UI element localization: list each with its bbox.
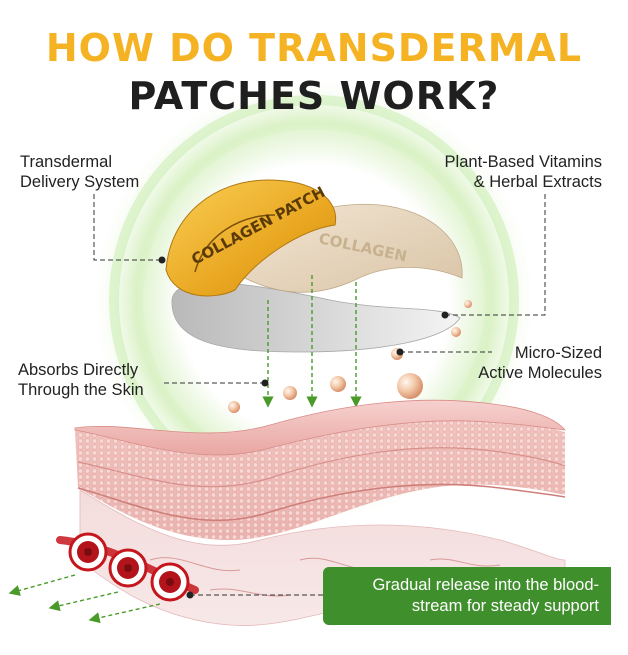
title-line-1: HOW DO TRANSDERMAL bbox=[45, 26, 583, 70]
callout-dots bbox=[158, 256, 449, 599]
label-transdermal-delivery: Transdermal Delivery System bbox=[20, 152, 139, 192]
blood-cell-3 bbox=[150, 562, 190, 602]
blood-cell-2 bbox=[108, 548, 148, 588]
label-micro-sized: Micro-Sized Active Molecules bbox=[478, 343, 602, 383]
gradual-line-1: Gradual release into the blood- bbox=[372, 576, 599, 594]
title-line-2: PATCHES WORK? bbox=[128, 74, 500, 118]
collagen-patch bbox=[165, 179, 337, 297]
label-transdermal-line-1: Transdermal bbox=[20, 153, 112, 171]
grey-backing-layer bbox=[171, 282, 461, 353]
label-plant-based-line-1: Plant-Based Vitamins bbox=[444, 153, 602, 171]
bloodstream-arrows bbox=[8, 574, 161, 624]
label-absorbs-line-2: Through the Skin bbox=[18, 381, 144, 399]
label-micro-line-2: Active Molecules bbox=[478, 364, 602, 382]
label-absorbs-directly: Absorbs Directly Through the Skin bbox=[18, 360, 144, 400]
molecule-bubbles bbox=[228, 300, 472, 413]
label-micro-line-1: Micro-Sized bbox=[514, 344, 602, 362]
blood-vessels bbox=[56, 532, 199, 602]
label-plant-based-line-2: & Herbal Extracts bbox=[473, 173, 602, 191]
label-absorbs-line-1: Absorbs Directly bbox=[18, 361, 139, 379]
label-transdermal-line-2: Delivery System bbox=[20, 173, 140, 191]
patch-arc-line bbox=[194, 214, 276, 273]
absorption-arrows bbox=[262, 275, 362, 408]
callout-lines bbox=[93, 194, 546, 596]
gradual-line-2: stream for steady support bbox=[411, 597, 599, 615]
gradual-release-callout: Gradual release into the blood- stream f… bbox=[323, 567, 611, 625]
blood-cell-1 bbox=[68, 532, 108, 572]
label-plant-based: Plant-Based Vitamins & Herbal Extracts bbox=[445, 152, 602, 192]
